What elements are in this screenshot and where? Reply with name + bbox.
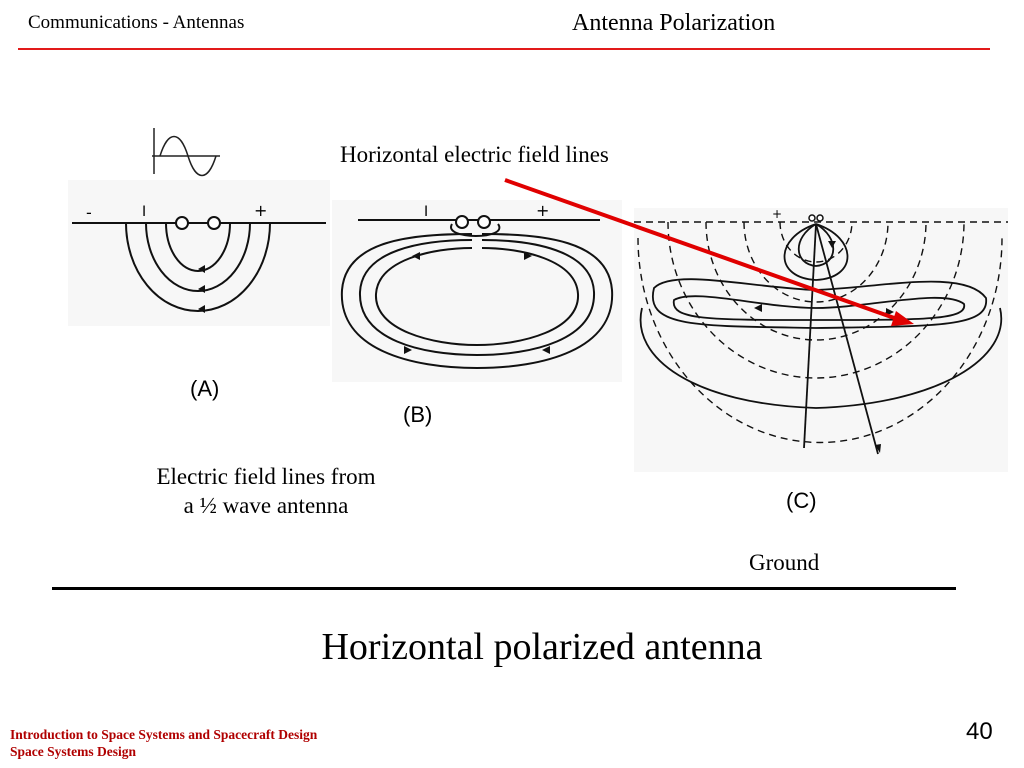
ground-label: Ground xyxy=(749,550,820,575)
header-divider xyxy=(18,48,990,50)
slide-title: Horizontal polarized antenna xyxy=(321,626,763,668)
footer-line-2: Space Systems Design xyxy=(10,744,137,759)
figure-a-mark: I xyxy=(142,204,146,220)
field-lines-callout: Horizontal electric field lines xyxy=(340,142,609,167)
caption-line-1: Electric field lines from xyxy=(156,464,376,489)
figure-a-minus: - xyxy=(86,203,92,222)
figure-b-mark: I xyxy=(424,204,428,220)
caption-line-2: a ½ wave antenna xyxy=(183,493,349,518)
figure-c-field-lines: + xyxy=(634,208,1008,472)
figure-caption: Electric field lines from a ½ wave anten… xyxy=(118,462,414,520)
header-slide-title: Antenna Polarization xyxy=(572,10,776,36)
svg-text:+: + xyxy=(772,208,782,221)
figure-a-plus: + xyxy=(254,201,267,220)
figure-b-plus: + xyxy=(536,201,549,220)
footer-course-info: Introduction to Space Systems and Spacec… xyxy=(10,726,317,760)
figure-b-field-lines: I + xyxy=(332,200,622,382)
figure-a-field-lines: - I + xyxy=(68,128,330,326)
figure-b-label: (B) xyxy=(403,402,433,427)
header-section-title: Communications - Antennas xyxy=(28,12,245,33)
page-number: 40 xyxy=(966,718,993,745)
footer-line-1: Introduction to Space Systems and Spacec… xyxy=(10,727,318,742)
figure-c-label: (C) xyxy=(786,488,817,513)
ground-line xyxy=(52,587,956,590)
figure-a-label: (A) xyxy=(190,376,220,401)
sine-wave-icon xyxy=(152,128,220,177)
